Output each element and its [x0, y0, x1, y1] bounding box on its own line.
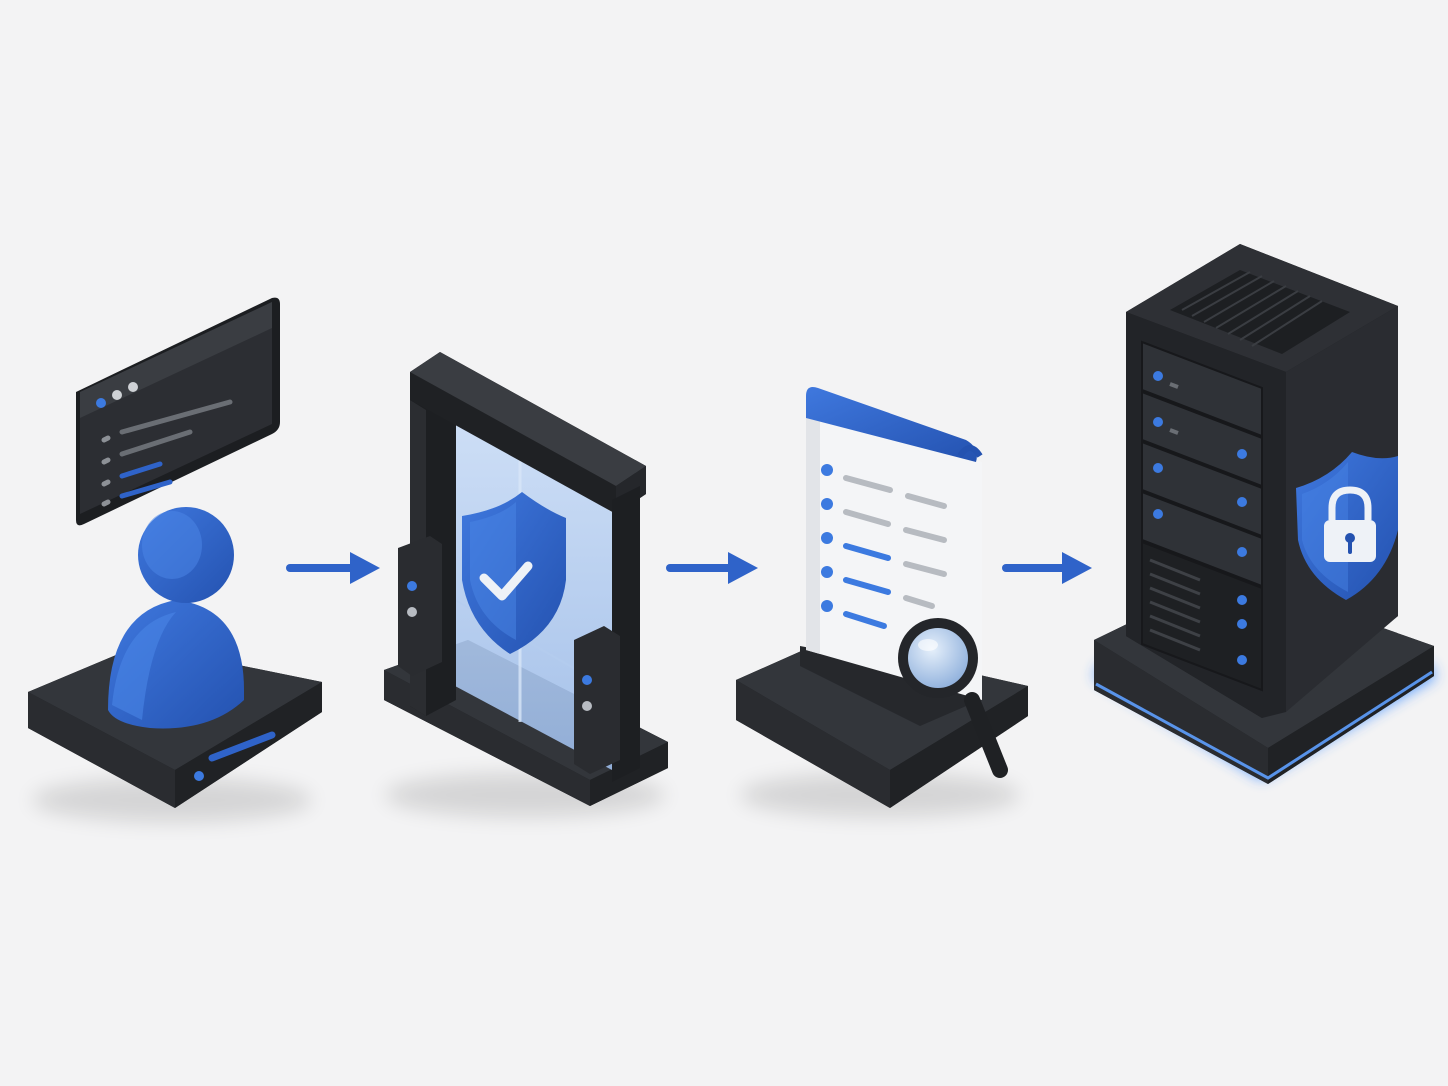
window-dot-1 — [96, 398, 106, 408]
gate-right-pillar — [574, 486, 640, 782]
gate-left-pillar — [398, 386, 456, 716]
gateway-node — [384, 352, 668, 817]
server-top-vent — [1181, 271, 1323, 347]
audit-node — [736, 387, 1028, 817]
server-tower-icon — [1126, 244, 1398, 718]
gate-light-blue — [407, 581, 417, 591]
document-stand — [800, 646, 980, 726]
code-window-icon — [76, 297, 280, 526]
window-dot-3 — [128, 382, 138, 392]
code-lines — [101, 399, 233, 507]
flow-arrow-2 — [666, 552, 758, 584]
user-node — [28, 297, 322, 822]
server-drive-bays — [1141, 340, 1263, 692]
flow-arrow-3 — [1002, 552, 1092, 584]
flow-arrow-1 — [286, 552, 380, 584]
gate-light-grey — [407, 607, 417, 617]
gate-light-blue-2 — [582, 675, 592, 685]
shield-lock-icon — [1296, 452, 1398, 600]
server-node — [1093, 244, 1437, 784]
document-list-rows — [821, 464, 947, 629]
shield-check-icon — [462, 492, 566, 654]
gate-light-grey-2 — [582, 701, 592, 711]
window-dot-2 — [112, 390, 122, 400]
magnifier-icon — [898, 618, 1008, 778]
status-light — [194, 771, 204, 781]
user-icon — [108, 507, 244, 729]
status-bar — [208, 731, 276, 762]
